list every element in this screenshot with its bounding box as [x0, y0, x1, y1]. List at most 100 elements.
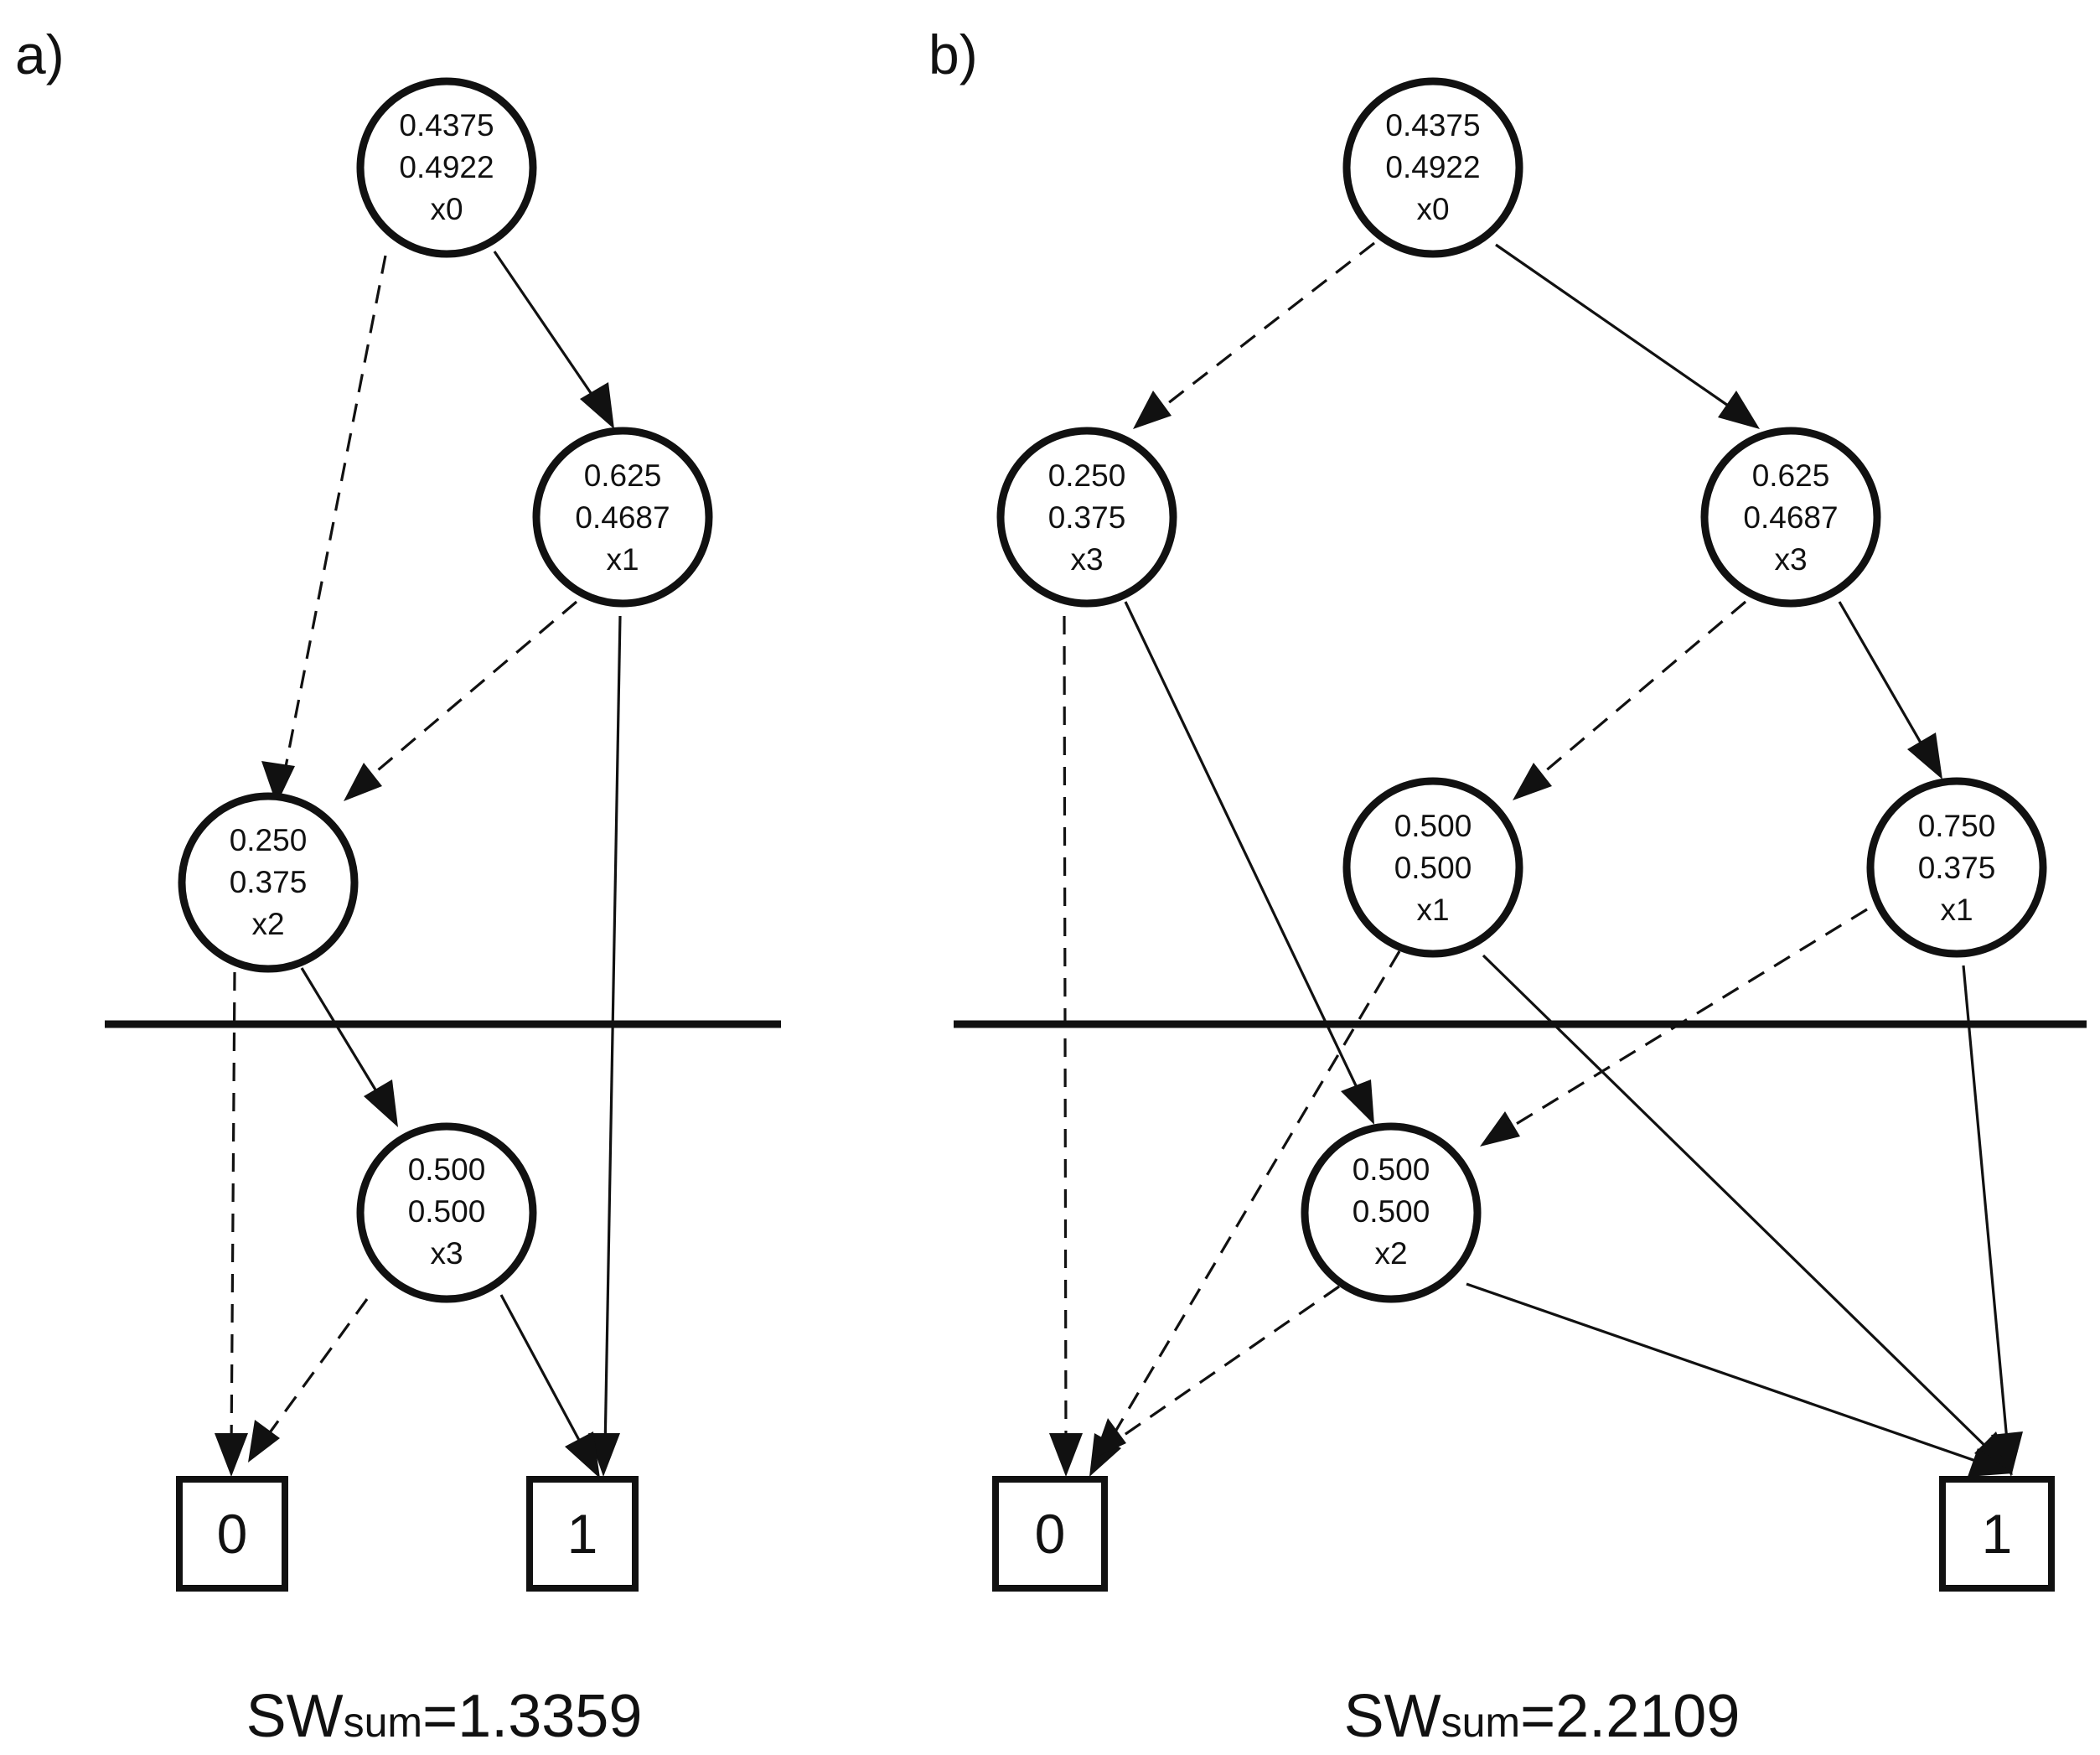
- edge-x3right-x1right-then: [1838, 601, 1929, 755]
- formula-value: =2.2109: [1520, 1683, 1740, 1750]
- node-variable: x3: [1070, 542, 1103, 577]
- terminal-1: 1: [526, 1476, 639, 1592]
- node-weight: 0.375: [1048, 500, 1126, 535]
- node-variable: x3: [1774, 542, 1807, 577]
- arrowhead: [1974, 1431, 2013, 1475]
- node-prob: 0.500: [408, 1152, 486, 1187]
- node-variable: x3: [430, 1236, 463, 1271]
- arrowhead: [580, 382, 614, 429]
- panel-a-edges: [215, 251, 622, 1478]
- node-x1-left: 0.500 0.500 x1: [1342, 777, 1523, 958]
- node-x3: 0.500 0.500 x3: [356, 1122, 537, 1303]
- node-x1: 0.625 0.4687 x1: [532, 427, 713, 608]
- edge-x2-terminal0-else: [1116, 1285, 1340, 1442]
- panel-b-edges: [1049, 241, 2023, 1477]
- arrowhead: [1513, 763, 1552, 800]
- edge-x0-x2-else: [282, 255, 387, 780]
- edge-x0-x3right-then: [1495, 243, 1734, 411]
- arrowhead: [248, 1420, 280, 1462]
- arrowhead: [1907, 733, 1942, 779]
- formula-value: =1.3359: [422, 1683, 642, 1750]
- arrowhead: [364, 1079, 398, 1127]
- formula-main: SW: [246, 1683, 344, 1750]
- node-weight: 0.4687: [575, 500, 670, 535]
- node-variable: x2: [251, 907, 284, 941]
- node-weight: 0.375: [1918, 851, 1996, 885]
- edge-x2-terminal1-then: [1466, 1282, 1989, 1467]
- arrowhead: [565, 1431, 600, 1478]
- arrowhead: [1968, 1448, 2013, 1477]
- terminal-label: 0: [217, 1503, 248, 1565]
- arrowhead: [261, 761, 295, 805]
- node-x0: 0.4375 0.4922 x0: [356, 77, 537, 258]
- panel-b: b): [928, 23, 2087, 1750]
- arrowhead: [1480, 1111, 1520, 1147]
- arrowhead: [215, 1433, 248, 1477]
- terminal-1: 1: [1939, 1476, 2055, 1592]
- formula-subscript: sum: [344, 1699, 422, 1746]
- arrowhead: [1341, 1079, 1374, 1125]
- node-weight: 0.500: [1394, 851, 1472, 885]
- node-prob: 0.750: [1918, 809, 1996, 843]
- node-x0: 0.4375 0.4922 x0: [1342, 77, 1523, 258]
- arrowhead: [588, 1433, 620, 1477]
- terminal-label: 1: [567, 1503, 598, 1565]
- node-weight: 0.4922: [399, 150, 494, 184]
- panel-a-sw-sum: SWsum=1.3359: [246, 1683, 643, 1750]
- node-weight: 0.4687: [1743, 500, 1838, 535]
- edge-x3right-x1left-else: [1532, 600, 1747, 783]
- arrowhead: [1718, 391, 1760, 429]
- node-variable: x0: [1416, 192, 1449, 226]
- node-x3-right: 0.625 0.4687 x3: [1700, 427, 1881, 608]
- edge-x1right-terminal1-then: [1962, 965, 2009, 1451]
- terminal-0: 0: [992, 1476, 1108, 1592]
- node-x3-left: 0.250 0.375 x3: [996, 427, 1177, 608]
- arrowhead: [1991, 1431, 2023, 1477]
- node-prob: 0.250: [230, 823, 308, 857]
- node-x2: 0.500 0.500 x2: [1301, 1122, 1482, 1303]
- edge-x3-terminal0-else: [266, 1298, 369, 1436]
- node-prob: 0.500: [1353, 1152, 1430, 1187]
- arrowhead: [1049, 1433, 1083, 1477]
- node-weight: 0.500: [408, 1194, 486, 1229]
- panel-a-label: a): [15, 23, 65, 85]
- edge-x2-terminal0-else: [230, 971, 236, 1451]
- terminal-label: 1: [1982, 1503, 2013, 1565]
- node-variable: x1: [606, 542, 639, 577]
- arrowhead: [1133, 391, 1172, 429]
- node-prob: 0.500: [1394, 809, 1472, 843]
- node-prob: 0.625: [584, 458, 662, 493]
- edge-x3left-terminal0-else: [1063, 615, 1068, 1449]
- node-variable: x0: [430, 192, 463, 226]
- node-x2: 0.250 0.375 x2: [178, 792, 359, 973]
- formula-subscript: sum: [1441, 1699, 1520, 1746]
- formula-main: SW: [1344, 1683, 1441, 1750]
- node-variable: x2: [1374, 1236, 1407, 1271]
- edge-x1left-terminal0-else: [1103, 950, 1401, 1451]
- arrowhead: [344, 763, 382, 801]
- node-weight: 0.500: [1353, 1194, 1430, 1229]
- node-prob: 0.4375: [399, 108, 494, 142]
- edge-x1-x2-else: [360, 600, 578, 785]
- terminal-label: 0: [1035, 1503, 1066, 1565]
- node-weight: 0.4922: [1385, 150, 1480, 184]
- edge-x3left-x2-then: [1124, 601, 1363, 1099]
- node-variable: x1: [1940, 893, 1973, 927]
- edge-x1-terminal1-then: [603, 615, 622, 1451]
- terminal-0: 0: [176, 1476, 288, 1592]
- edge-x1right-x2-else: [1506, 908, 1868, 1131]
- node-prob: 0.4375: [1385, 108, 1480, 142]
- arrowhead: [1094, 1418, 1126, 1458]
- panel-a: a) 0.4375 0.4922 x0: [15, 23, 781, 1750]
- edge-x1left-terminal1-then: [1482, 954, 1998, 1458]
- edge-x2-x3-then: [300, 967, 387, 1107]
- node-x1-right: 0.750 0.375 x1: [1866, 777, 2047, 958]
- edge-x3-terminal1-then: [499, 1294, 588, 1455]
- edge-x0-x3left-else: [1160, 241, 1375, 411]
- edge-x0-x1-then: [493, 251, 603, 410]
- panel-b-label: b): [928, 23, 978, 85]
- node-variable: x1: [1416, 893, 1449, 927]
- node-prob: 0.250: [1048, 458, 1126, 493]
- node-weight: 0.375: [230, 865, 308, 899]
